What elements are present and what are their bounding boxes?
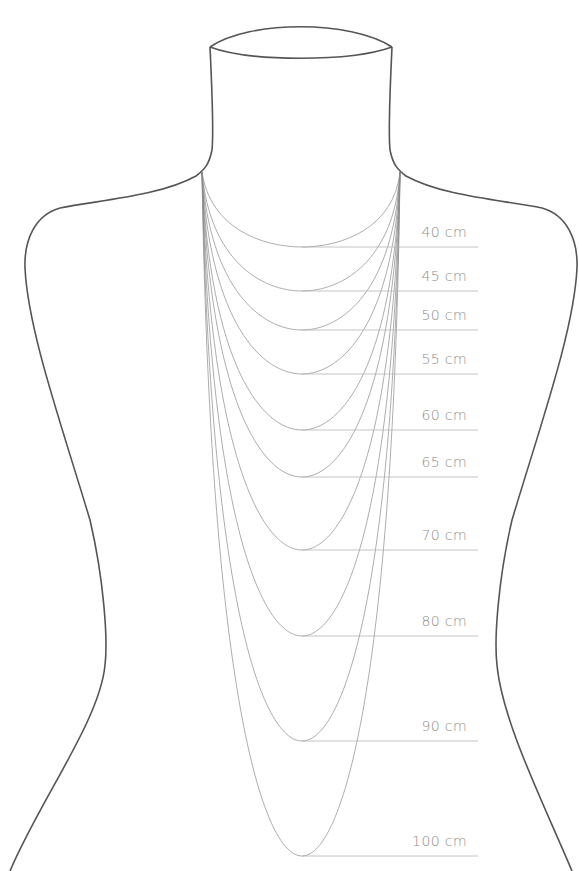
left-body-side bbox=[10, 47, 213, 871]
marker-line bbox=[302, 856, 478, 857]
length-label: 100 cm bbox=[412, 833, 467, 849]
necklace-chains bbox=[202, 172, 400, 856]
length-marker-lines bbox=[302, 247, 478, 856]
chain bbox=[202, 172, 400, 374]
marker-line bbox=[302, 247, 478, 248]
marker-line bbox=[302, 374, 478, 375]
length-label: 65 cm bbox=[421, 454, 467, 470]
length-label: 90 cm bbox=[421, 718, 467, 734]
chain bbox=[202, 172, 400, 856]
chain bbox=[202, 172, 400, 477]
chain bbox=[202, 172, 400, 247]
length-label: 55 cm bbox=[421, 351, 467, 367]
neck-top bbox=[210, 27, 392, 47]
marker-line bbox=[302, 330, 478, 331]
length-label: 50 cm bbox=[421, 307, 467, 323]
marker-line bbox=[302, 477, 478, 478]
length-label: 40 cm bbox=[421, 224, 467, 240]
marker-line bbox=[302, 550, 478, 551]
length-label: 60 cm bbox=[421, 407, 467, 423]
marker-line bbox=[302, 741, 478, 742]
chain bbox=[202, 172, 400, 330]
chain bbox=[202, 172, 400, 636]
length-label: 80 cm bbox=[421, 613, 467, 629]
marker-line bbox=[302, 430, 478, 431]
chain bbox=[202, 172, 400, 550]
length-label: 45 cm bbox=[421, 268, 467, 284]
right-body-side bbox=[389, 47, 577, 871]
marker-line bbox=[302, 291, 478, 292]
marker-line bbox=[302, 636, 478, 637]
chain bbox=[202, 172, 400, 291]
length-label: 70 cm bbox=[421, 527, 467, 543]
mannequin-outline bbox=[10, 27, 577, 871]
neck-rim bbox=[210, 47, 392, 58]
